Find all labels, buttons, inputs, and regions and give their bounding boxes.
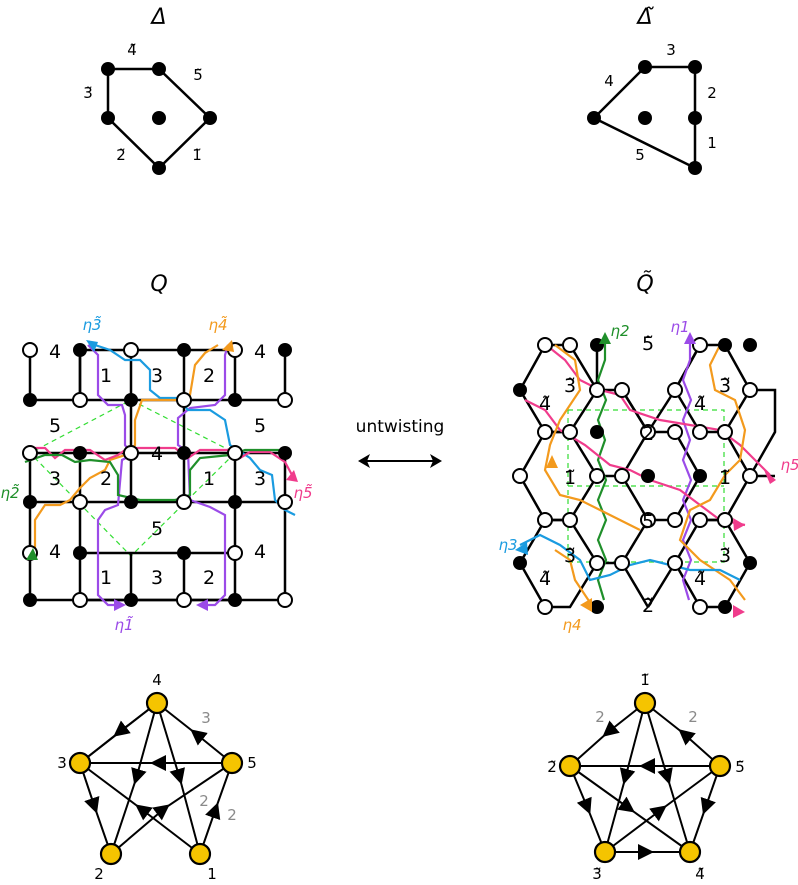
path-label: η4 xyxy=(562,616,581,634)
path-label: η2 xyxy=(610,322,629,340)
double-arrow xyxy=(358,454,442,468)
path-label: η1 xyxy=(670,318,689,336)
quiver-node-label: 4̃ xyxy=(695,865,705,883)
multiplicity-label: 2 xyxy=(199,792,209,810)
multiplicity-label: 2 xyxy=(688,708,698,726)
face-label: 2 xyxy=(203,365,215,387)
face-label: 1̃ xyxy=(564,467,576,489)
face-label: 3̃ xyxy=(719,375,731,397)
multiplicity-label: 2 xyxy=(595,708,605,726)
title-delta-tilde: Δ̃ xyxy=(635,5,654,30)
quiver-node-label: 3̃ xyxy=(592,865,602,883)
polygon-delta-tilde xyxy=(587,60,702,175)
face-label: 2 xyxy=(203,567,215,589)
title-delta: Δ xyxy=(149,5,166,30)
face-label: 3 xyxy=(254,468,266,490)
delta-tilde-edge-label: 4 xyxy=(604,72,614,90)
quiver-node-label: 1 xyxy=(207,865,217,883)
quiver-node-label: 3 xyxy=(57,754,67,772)
path-label: η3 xyxy=(498,536,517,554)
quiver-node-label: 1̃ xyxy=(640,671,650,689)
face-label: 4̃ xyxy=(694,568,706,590)
face-label: 1̃ xyxy=(719,467,731,489)
face-label: 1 xyxy=(203,468,215,490)
quiver-right-nodes xyxy=(558,691,732,864)
face-label: 4 xyxy=(49,541,61,563)
path-label: η4̃ xyxy=(208,315,227,334)
delta-edge-label: 5̃ xyxy=(193,66,203,84)
face-label: 1 xyxy=(100,365,112,387)
quiver-node-label: 2̃ xyxy=(547,758,557,776)
delta-tilde-edge-label: 2 xyxy=(707,84,717,102)
polygon-delta xyxy=(101,62,217,175)
face-label: 2 xyxy=(100,468,112,490)
multiplicity-label: 3 xyxy=(201,709,211,727)
face-label: 5̃ xyxy=(642,333,654,355)
face-label: 5 xyxy=(49,415,61,437)
face-label: 5̃ xyxy=(642,511,654,533)
multiplicity-label: 2 xyxy=(227,806,237,824)
path-label: η3̃ xyxy=(82,315,101,334)
face-label: 4 xyxy=(49,341,61,363)
quiver-node-label: 4 xyxy=(152,671,162,689)
delta-tilde-edge-label: 5 xyxy=(635,146,645,164)
delta-edge-label: 3̃ xyxy=(83,84,93,102)
face-label: 4 xyxy=(151,443,163,465)
face-label: 4̃ xyxy=(539,568,551,590)
untwisting-label: untwisting xyxy=(356,417,445,437)
face-label: 5 xyxy=(254,415,266,437)
face-label: 4̃ xyxy=(539,393,551,415)
path-label: η1̃ xyxy=(114,615,133,634)
face-label: 3 xyxy=(151,365,163,387)
delta-tilde-edge-label: 1 xyxy=(707,134,717,152)
face-label: 1 xyxy=(100,567,112,589)
path-label: η2̃ xyxy=(0,483,19,502)
title-q: Q xyxy=(150,272,167,297)
face-label: 3̃ xyxy=(564,375,576,397)
delta-tilde-edge-label: 3 xyxy=(666,41,676,59)
quiver-left-nodes xyxy=(68,691,244,866)
quiver-left xyxy=(79,702,233,855)
quiver-node-label: 2 xyxy=(94,865,104,883)
quiver-right xyxy=(569,702,721,860)
quiver-node-label: 5̃ xyxy=(735,758,745,776)
delta-edge-label: 1̃ xyxy=(192,146,202,164)
face-label: 4 xyxy=(254,541,266,563)
face-label: 4̃ xyxy=(694,393,706,415)
face-label: 5 xyxy=(151,518,163,540)
quiver-node-label: 5 xyxy=(247,754,257,772)
face-label: 2̃ xyxy=(642,595,654,617)
delta-edge-label: 2̃ xyxy=(116,146,126,164)
path-label: η5̃ xyxy=(293,483,312,502)
tiling-q xyxy=(22,340,298,611)
face-label: 4 xyxy=(254,341,266,363)
face-label: 3 xyxy=(151,567,163,589)
title-q-tilde: Q̃ xyxy=(636,271,653,297)
face-label: 2̃ xyxy=(642,423,654,445)
delta-edge-label: 4̃ xyxy=(127,41,137,59)
path-label: η5 xyxy=(780,456,798,474)
face-label: 3̃ xyxy=(564,545,576,567)
face-label: 3̃ xyxy=(719,545,731,567)
tiling-q-tilde xyxy=(512,332,777,618)
face-label: 3 xyxy=(49,468,61,490)
